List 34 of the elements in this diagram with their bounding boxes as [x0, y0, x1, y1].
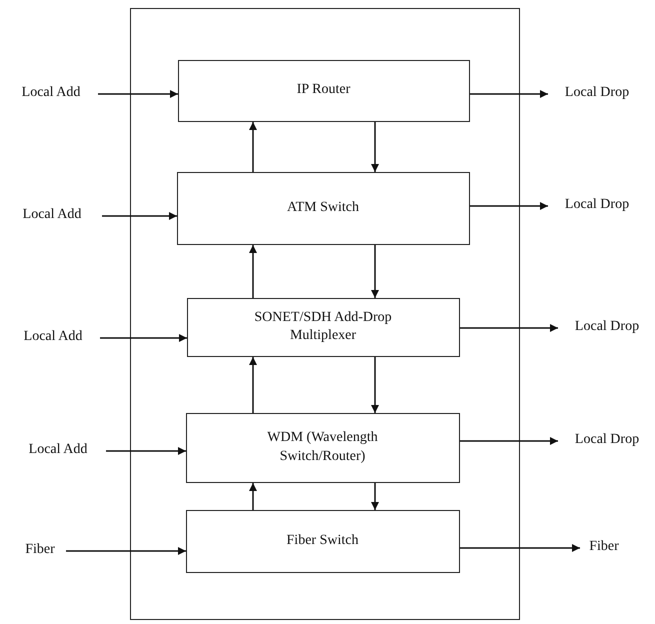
- arrow: [100, 334, 187, 342]
- arrow: [249, 357, 257, 413]
- process-box: SONET/SDH Add-Drop Multiplexer: [186, 298, 460, 356]
- arrow: [460, 437, 558, 445]
- io-label: Fiber: [582, 536, 626, 558]
- arrow: [371, 245, 379, 298]
- arrow: [460, 544, 580, 552]
- io-label: Fiber: [16, 539, 64, 561]
- io-label: Local Drop: [550, 194, 644, 216]
- arrow: [98, 90, 178, 98]
- arrow: [470, 90, 548, 98]
- io-label: Local Drop: [560, 429, 654, 451]
- arrow: [460, 324, 558, 332]
- arrow: [249, 122, 257, 172]
- io-label: Local Add: [12, 439, 104, 461]
- process-box: ATM Switch: [176, 172, 470, 244]
- arrow: [249, 245, 257, 298]
- io-label: Local Drop: [550, 82, 644, 104]
- arrow: [371, 357, 379, 413]
- io-label: Local Add: [6, 82, 96, 104]
- arrow: [66, 547, 186, 555]
- process-box: Fiber Switch: [186, 510, 460, 572]
- arrow: [106, 447, 186, 455]
- process-box: IP Router: [178, 60, 470, 122]
- arrow: [371, 483, 379, 510]
- outer-frame: [130, 8, 520, 620]
- io-label: Local Add: [8, 326, 98, 348]
- arrow: [102, 212, 177, 220]
- arrow: [470, 202, 548, 210]
- io-label: Local Drop: [560, 316, 654, 338]
- io-label: Local Add: [4, 204, 100, 226]
- arrow: [249, 483, 257, 510]
- arrow: [371, 122, 379, 172]
- process-box: WDM (Wavelength Switch/Router): [186, 412, 460, 482]
